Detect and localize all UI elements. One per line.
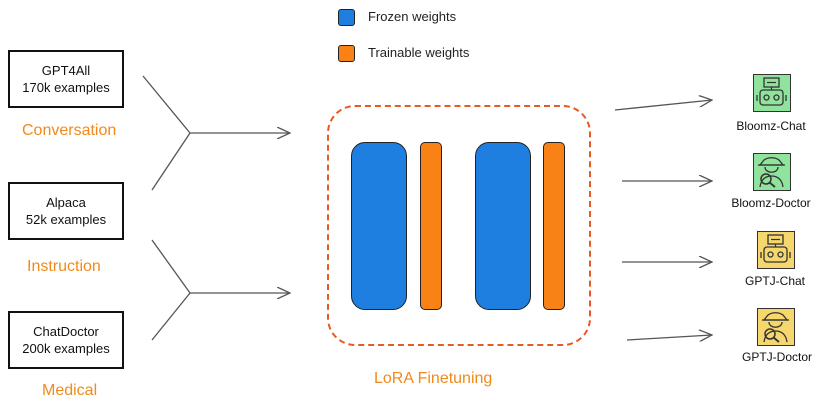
model-label-gptj-doctor: GPTJ-Doctor xyxy=(741,350,812,364)
dataset-box-alpaca: Alpaca 52k examples xyxy=(8,182,124,240)
detective-icon xyxy=(753,153,791,191)
frozen-weights-label: Frozen weights xyxy=(368,9,457,24)
dataset-examples: 200k examples xyxy=(22,341,110,356)
trainable-weights-block-1 xyxy=(420,142,442,310)
trainable-weights-label: Trainable weights xyxy=(368,45,470,60)
dataset-examples: 170k examples xyxy=(22,80,110,95)
frozen-weights-block-2 xyxy=(475,142,531,310)
category-label-instruction: Instruction xyxy=(27,258,101,275)
dataset-examples: 52k examples xyxy=(25,212,107,227)
dataset-name: Alpaca xyxy=(46,195,86,210)
dataset-name: GPT4All xyxy=(41,63,91,78)
category-label-conversation: Conversation xyxy=(22,122,117,139)
model-label-bloomz-chat: Bloomz-Chat xyxy=(736,119,806,133)
dataset-box-chatdoctor: ChatDoctor 200k examples xyxy=(8,311,124,369)
output-arrow-1 xyxy=(614,100,712,111)
dataset-name: ChatDoctor xyxy=(33,324,99,339)
output-arrow-4 xyxy=(626,335,712,340)
lora-finetuning-box xyxy=(327,105,591,346)
dataset-box-gpt4all: GPT4All 170k examples xyxy=(8,50,124,108)
trainable-weights-swatch xyxy=(338,45,355,62)
robot-icon xyxy=(757,231,795,269)
robot-icon xyxy=(753,74,791,112)
fork-connector-top xyxy=(142,75,290,191)
model-label-bloomz-doctor: Bloomz-Doctor xyxy=(731,196,811,210)
model-label-gptj-chat: GPTJ-Chat xyxy=(744,274,805,288)
trainable-weights-block-2 xyxy=(543,142,565,310)
category-label-medical: Medical xyxy=(42,382,98,399)
lora-finetuning-label: LoRA Finetuning xyxy=(374,370,493,387)
detective-icon xyxy=(757,308,795,346)
fork-connector-bottom xyxy=(151,239,290,341)
frozen-weights-swatch xyxy=(338,9,355,26)
frozen-weights-block-1 xyxy=(351,142,407,310)
